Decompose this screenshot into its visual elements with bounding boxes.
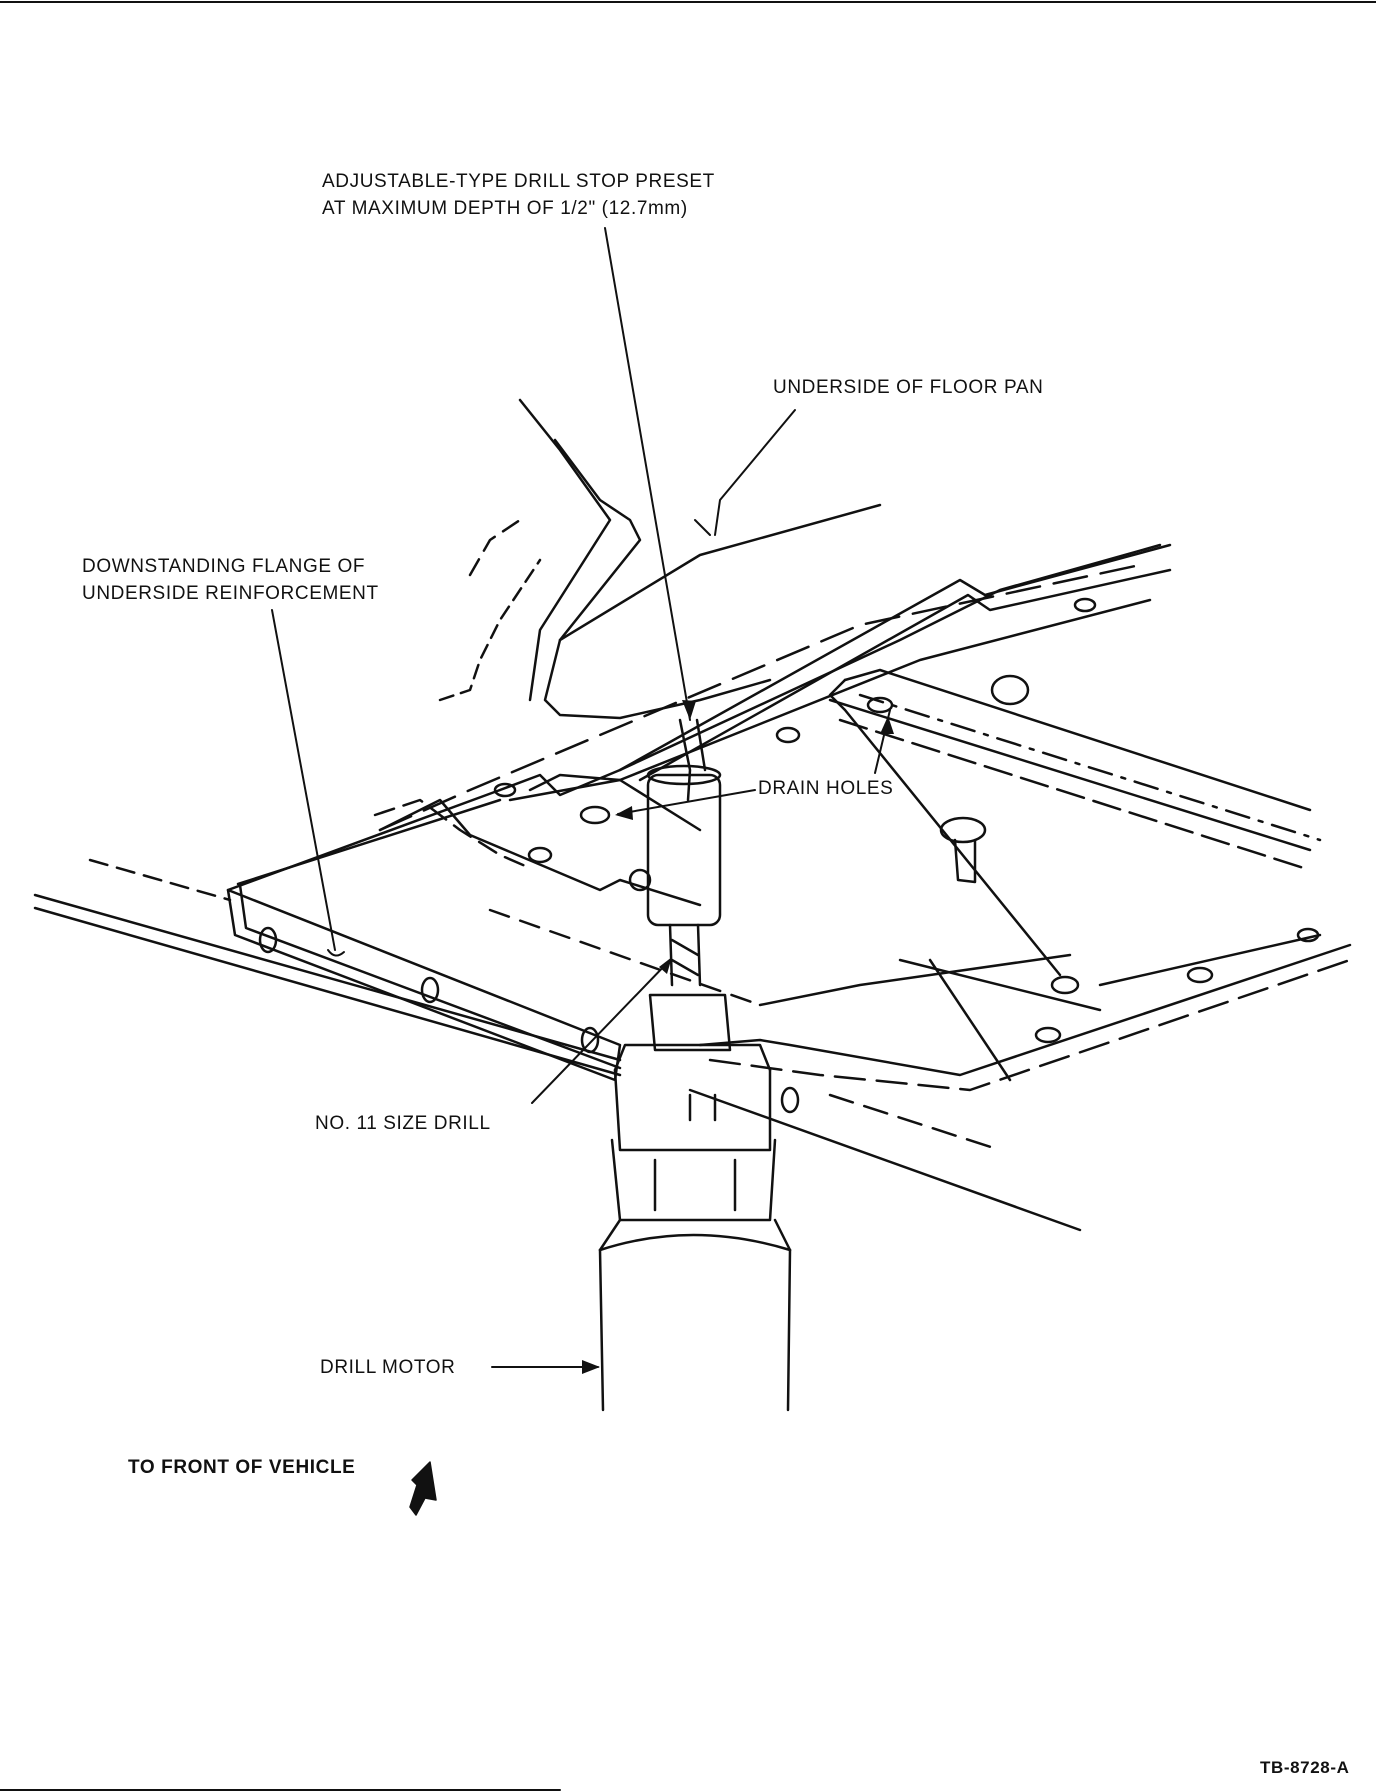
drill-bit	[668, 923, 702, 987]
drill-size-arrowhead	[659, 957, 672, 974]
reinforcement-plate	[373, 543, 1352, 1092]
front-of-vehicle-label: TO FRONT OF VEHICLE	[128, 1457, 356, 1478]
drill-size-label: NO. 11 SIZE DRILL	[315, 1113, 491, 1134]
drill-stop-arrowhead	[682, 700, 696, 720]
flange-label-line1: DOWNSTANDING FLANGE OF	[82, 556, 366, 577]
drill-stop-label-line1: ADJUSTABLE-TYPE DRILL STOP PRESET	[322, 171, 715, 192]
mounting-holes	[258, 597, 1320, 1114]
floor-pan-leader	[694, 409, 796, 536]
drain-holes-arrowhead-right	[880, 716, 894, 734]
drill-stop-label: ADJUSTABLE-TYPE DRILL STOP PRESET AT MAX…	[322, 168, 715, 222]
drill-motor-arrowhead	[582, 1360, 600, 1374]
leader-lines	[271, 227, 891, 1368]
drain-holes-arrowhead-left	[615, 806, 633, 820]
raised-rib	[438, 398, 882, 720]
arrow-heads	[582, 700, 894, 1374]
front-arrow-icon	[409, 1461, 437, 1516]
figure-code: TB-8728-A	[1260, 1758, 1350, 1777]
drill-motor-label: DRILL MOTOR	[320, 1357, 456, 1378]
drain-holes-label: DRAIN HOLES	[758, 778, 894, 799]
drill-motor-body	[598, 1218, 792, 1412]
drill-stop-collar	[628, 718, 722, 927]
right-slot	[828, 668, 1312, 1082]
drill-size-leader	[531, 959, 671, 1104]
drain-holes-leader-left	[617, 789, 756, 815]
flange-leader-tail	[327, 949, 345, 957]
flange-leader	[271, 609, 336, 951]
flange-label-line2: UNDERSIDE REINFORCEMENT	[82, 583, 379, 604]
floor-pan-label: UNDERSIDE OF FLOOR PAN	[773, 377, 1044, 398]
floor-pan-edge	[33, 858, 1082, 1232]
flange-label: DOWNSTANDING FLANGE OF UNDERSIDE REINFOR…	[82, 553, 379, 607]
drill-chuck	[610, 993, 777, 1222]
bolt	[939, 816, 987, 884]
drill-stop-label-line2: AT MAXIMUM DEPTH OF 1/2" (12.7mm)	[322, 198, 688, 219]
drill-stop-leader	[604, 227, 691, 721]
